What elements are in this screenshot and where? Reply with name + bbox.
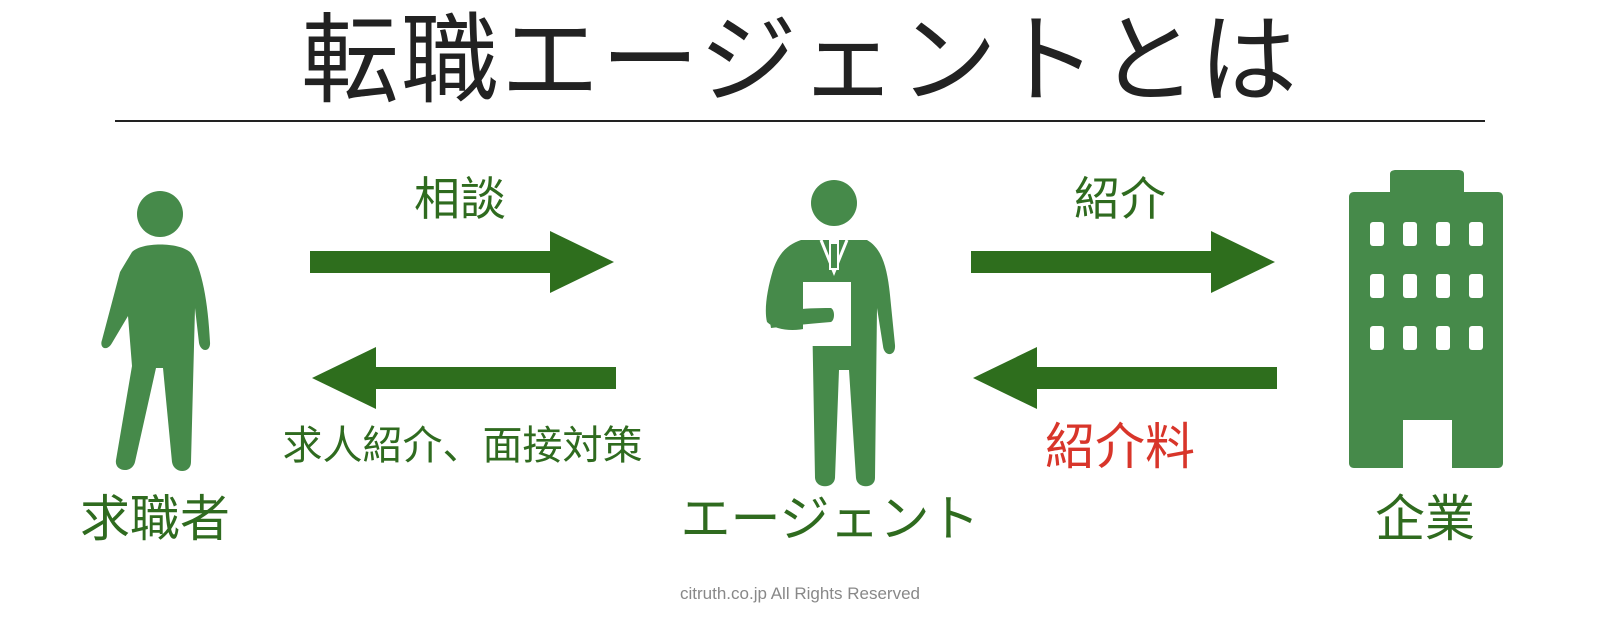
agent-person-icon: [765, 180, 896, 487]
support-label: 求人紹介、面接対策: [282, 423, 643, 469]
agent-label: エージェント: [680, 490, 980, 548]
building-icon: [1349, 170, 1503, 468]
page-title: 転職エージェントとは: [300, 4, 1300, 118]
introduce-label: 紹介: [1074, 172, 1166, 226]
title-divider: [115, 120, 1485, 122]
copyright-footer: citruth.co.jp All Rights Reserved: [680, 584, 920, 603]
seeker-label: 求職者: [80, 490, 230, 548]
arrow-support: [312, 347, 616, 409]
person-icon: [101, 191, 211, 471]
arrow-fee: [973, 347, 1277, 409]
company-label: 企業: [1375, 490, 1475, 548]
consult-label: 相談: [414, 172, 506, 226]
arrow-consult: [310, 231, 614, 293]
arrow-introduce: [971, 231, 1275, 293]
fee-label: 紹介料: [1045, 418, 1195, 476]
